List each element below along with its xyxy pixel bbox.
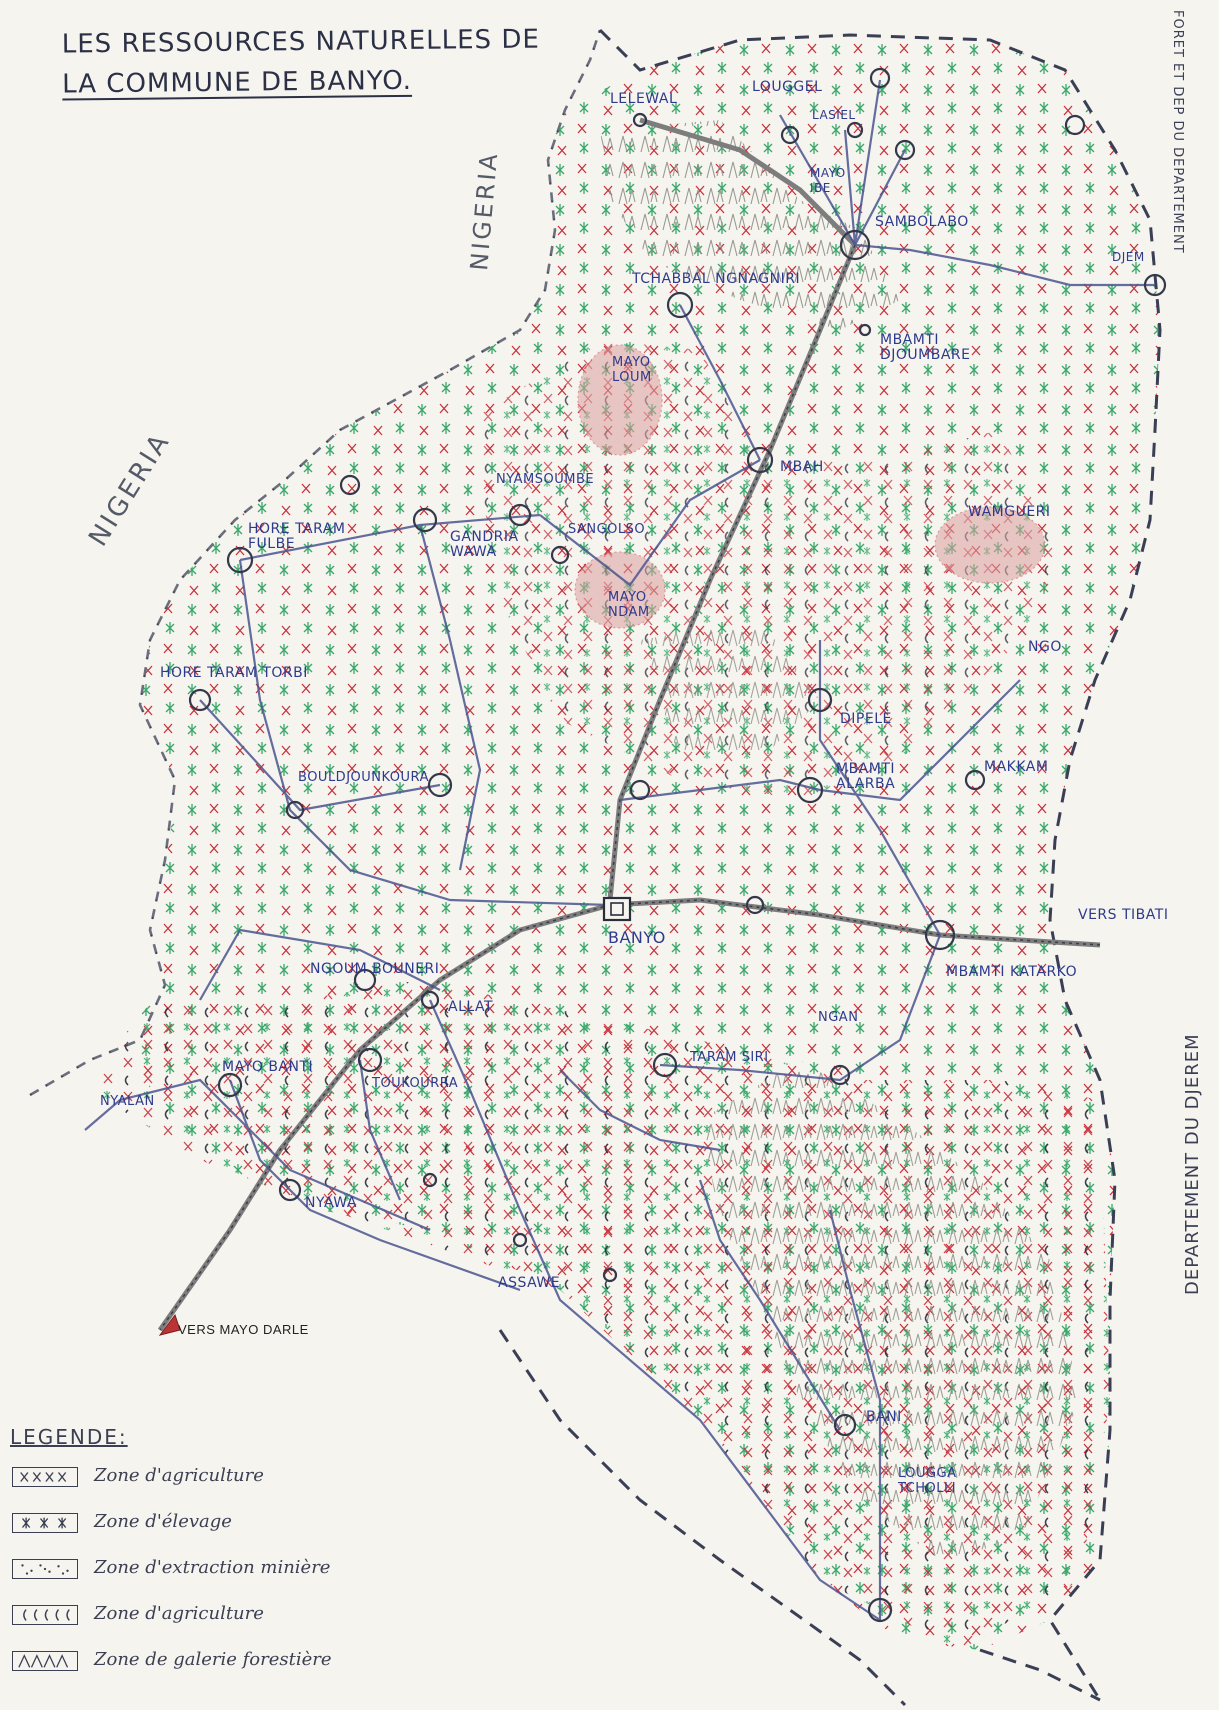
place-label-bouldjounkoura: BOULDJOUNKOURA [298,770,429,785]
elevage-star-icon [12,1513,78,1533]
legend-item-elevage: Zone d'élevage [10,1509,430,1555]
mayo-darle-arrow [158,1313,181,1336]
place-label-ngo: NGO [1028,639,1062,655]
place-label-assawe: ASSAWE [498,1275,561,1291]
place-label-ngan: NGAN [818,1010,859,1025]
map-title: LES RESSOURCES NATURELLES DE LA COMMUNE … [62,19,543,104]
department-border [598,28,1162,1701]
legend: LEGENDE: Zone d'agriculture Zone d'éleva… [10,1425,430,1693]
mining-zones [574,344,1046,629]
place-label-toukourra: TOUKOURRA [372,1076,459,1091]
place-label-mayo-banti: MAYO BANTI [222,1059,314,1075]
department-label-djerem: DEPARTEMENT DU DJEREM [1182,1033,1203,1295]
place-label-tchabbal: TCHABBAL NGNAGNIRI [632,271,801,287]
place-label-makkam: MAKKAM [984,759,1049,775]
place-label-mayo-ibe: MAYO IBE [810,166,846,195]
country-label-nigeria-north: NIGERIA [465,149,504,272]
legend-label: Zone de galerie forestière [94,1649,332,1670]
legend-label: Zone d'agriculture [94,1465,264,1486]
direction-label-tibati: VERS TIBATI [1078,907,1169,923]
mining-dots-icon [12,1559,78,1579]
place-label-lelewal: LELEWAL [610,91,678,107]
crescent-icon [12,1605,78,1625]
legend-item-crescent: Zone d'agriculture [10,1601,430,1647]
place-label-mayo-ndam: MAYO NDAM [608,590,650,620]
place-label-sambolabo: SAMBOLABO [875,214,969,230]
place-label-louggel: LOUGGEL [752,79,823,95]
place-label-taram-siri: TARAM SIRI [690,1050,769,1065]
place-label-dipele: DIPELE [840,711,892,727]
place-label-nyamsoumbe: NYAMSOUMBE [496,472,595,487]
settlement-markers [188,67,1167,1623]
rivers [84,79,1155,1621]
gallery-forest-east [640,620,820,760]
place-label-allat: ALLAT [448,999,494,1015]
place-label-hore-taram-torbi: HORE TARAM TORBI [160,665,308,681]
agriculture-x-icon [12,1467,78,1487]
legend-item-gallery-forest: Zone de galerie forestière [10,1647,430,1693]
place-label-djem: DJEM [1112,250,1145,264]
place-label-ngoum-bouneri: NGOUM BOUNERI [310,961,440,977]
legend-label: Zone d'agriculture [94,1603,264,1624]
place-label-lasiel: LASIEL [812,108,856,122]
place-label-banyo: BANYO [608,928,666,947]
place-label-mbamti-alarba: MBAMTI ALARBA [836,761,896,792]
place-label-nyawa: NYAWA [305,1195,357,1211]
place-label-wamgueri: WAMGUERI [968,504,1051,520]
place-label-mbah: MBAH [780,459,824,475]
place-label-mbamti-katarko: MBAMTI KATARKO [946,964,1078,980]
legend-item-agriculture: Zone d'agriculture [10,1463,430,1509]
place-label-gandria-wawa: GANDRIA WAWA [450,529,519,560]
title-line-1: LES RESSOURCES NATURELLES DE [61,24,540,60]
legend-label: Zone d'extraction minière [94,1557,331,1578]
banyo-town-symbol [602,896,632,922]
gallery-forest-south [700,1060,1080,1560]
legend-label: Zone d'élevage [94,1511,232,1532]
place-label-bani: BANI [866,1409,902,1425]
place-label-hore-taram-fulbe: HORE TARAM FULBE [248,521,346,552]
agri-red-zone-center [470,340,1060,800]
place-label-mbamti-djoumbare: MBAMTI DJOUMBARE [880,332,971,363]
title-line-2: LA COMMUNE DE BANYO. [62,65,413,100]
place-label-nyalan: NYALAN [100,1094,155,1109]
legend-item-mining: Zone d'extraction minière [10,1555,430,1601]
place-label-sangolso: SANGOLSO [568,522,646,537]
legend-title: LEGENDE: [10,1425,128,1449]
department-label-forest: FORET ET DEP DU DEPARTEMENT [1170,10,1185,254]
place-label-mayo-loum: MAYO LOUM [612,355,652,385]
place-label-lougga-tcholli: LOUGGA TCHOLLI [898,1466,957,1496]
gallery-forest-north [600,120,900,330]
gallery-forest-icon [12,1651,78,1671]
direction-label-mayo-darle: VERS MAYO DARLE [178,1322,309,1337]
